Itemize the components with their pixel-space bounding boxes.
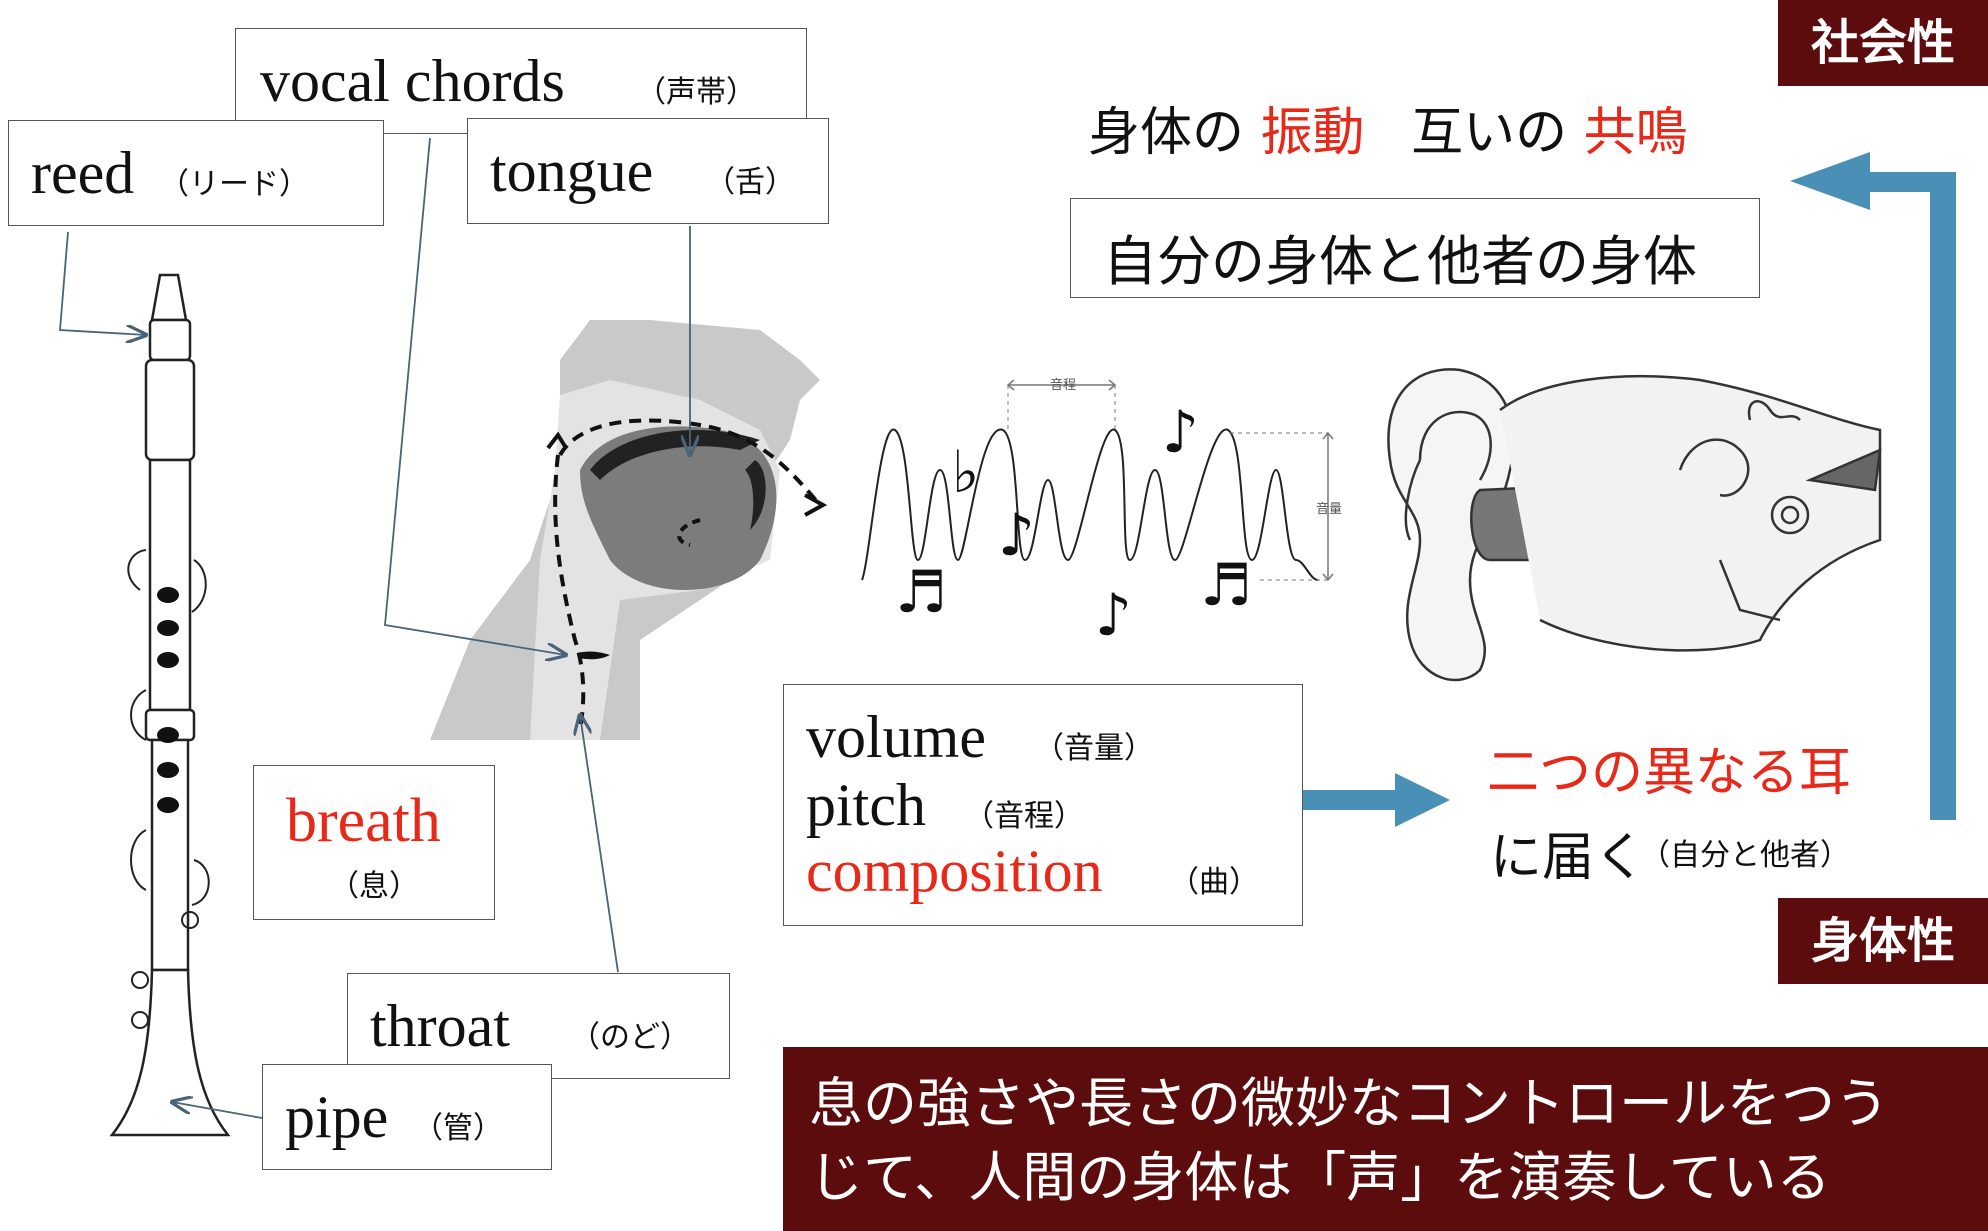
summary-banner: 息の強さや長さの微妙なコントロールをつう じて、人間の身体は「声」を演奏している — [783, 1047, 1988, 1231]
breath-label-box: breath （息） — [253, 765, 495, 920]
body-of-label: 身体の — [1088, 103, 1245, 163]
beamed-notes-icon: ♬ — [1200, 551, 1252, 619]
tongue-label: tongue — [490, 138, 654, 204]
eighth-note-icon: ♪ — [998, 501, 1035, 569]
pipe-label-box: pipe （管） — [262, 1064, 552, 1170]
vocal-chords-label-box: vocal chords （声帯） — [235, 28, 807, 134]
composition-jp-label: （曲） — [1169, 865, 1259, 900]
sociality-tag: 社会性 — [1778, 0, 1988, 86]
breath-jp-label: （息） — [329, 869, 419, 904]
beamed-notes-icon: ♬ — [895, 558, 947, 626]
tongue-label-box: tongue （舌） — [467, 118, 829, 224]
pipe-jp-label: （管） — [413, 1111, 503, 1146]
throat-label: throat — [370, 993, 510, 1059]
resonance-label: 共鳴 — [1583, 103, 1688, 163]
pipe-label: pipe — [285, 1084, 389, 1150]
sound-wave-illustration: ♭ ♪ ♬ ♪ ♪ ♬ — [861, 379, 1334, 649]
summary-line-2: じて、人間の身体は「声」を演奏している — [809, 1146, 1831, 1209]
volume-label: volume — [806, 704, 986, 770]
reed-label: reed — [31, 140, 135, 206]
self-other-body-box: 自分の身体と他者の身体 — [1070, 198, 1760, 298]
flat-symbol-icon: ♭ — [952, 438, 979, 506]
vocal-chords-label: vocal chords — [260, 48, 565, 114]
throat-jp-label: （のど） — [570, 1020, 690, 1055]
sound-properties-box: volume （音量） pitch （音程） composition （曲） — [783, 684, 1303, 926]
breath-label: breath — [286, 787, 441, 855]
volume-jp-label: （音量） — [1034, 731, 1154, 766]
summary-line-1: 息の強さや長さの微妙なコントロールをつう — [809, 1072, 1889, 1135]
tongue-jp-label: （舌） — [705, 165, 795, 200]
reed-jp-label: （リード） — [159, 167, 309, 202]
each-other-label: 互いの — [1411, 103, 1568, 163]
composition-label: composition — [806, 838, 1103, 904]
eighth-note-icon: ♪ — [1162, 398, 1199, 466]
corporeality-tag: 身体性 — [1778, 898, 1988, 984]
vocal-chords-jp-label: （声帯） — [636, 75, 756, 110]
vibration-resonance-line: 身体の 振動 互いの 共鳴 — [1088, 90, 1688, 165]
self-and-other-note: （自分と他者） — [1640, 838, 1850, 873]
clarinet-illustration — [109, 273, 231, 1137]
wave-volume-label: 音量 — [1316, 502, 1343, 517]
reaches-label: に届く — [1490, 828, 1647, 888]
pitch-jp-label: （音程） — [964, 799, 1084, 834]
two-ears-label: 二つの異なる耳 — [1487, 743, 1852, 803]
label-connectors — [59, 137, 690, 1119]
vocal-tract-illustration — [430, 320, 828, 740]
wave-pitch-label: 音程 — [1050, 378, 1077, 393]
vibration-label: 振動 — [1260, 103, 1365, 163]
throat-label-box: throat （のど） — [347, 973, 730, 1079]
ear-illustration — [1387, 368, 1882, 682]
reed-label-box: reed （リード） — [8, 120, 384, 226]
pitch-label: pitch — [806, 772, 926, 838]
eighth-note-icon: ♪ — [1095, 581, 1132, 649]
self-other-body-label: 自分の身体と他者の身体 — [1103, 230, 1697, 293]
